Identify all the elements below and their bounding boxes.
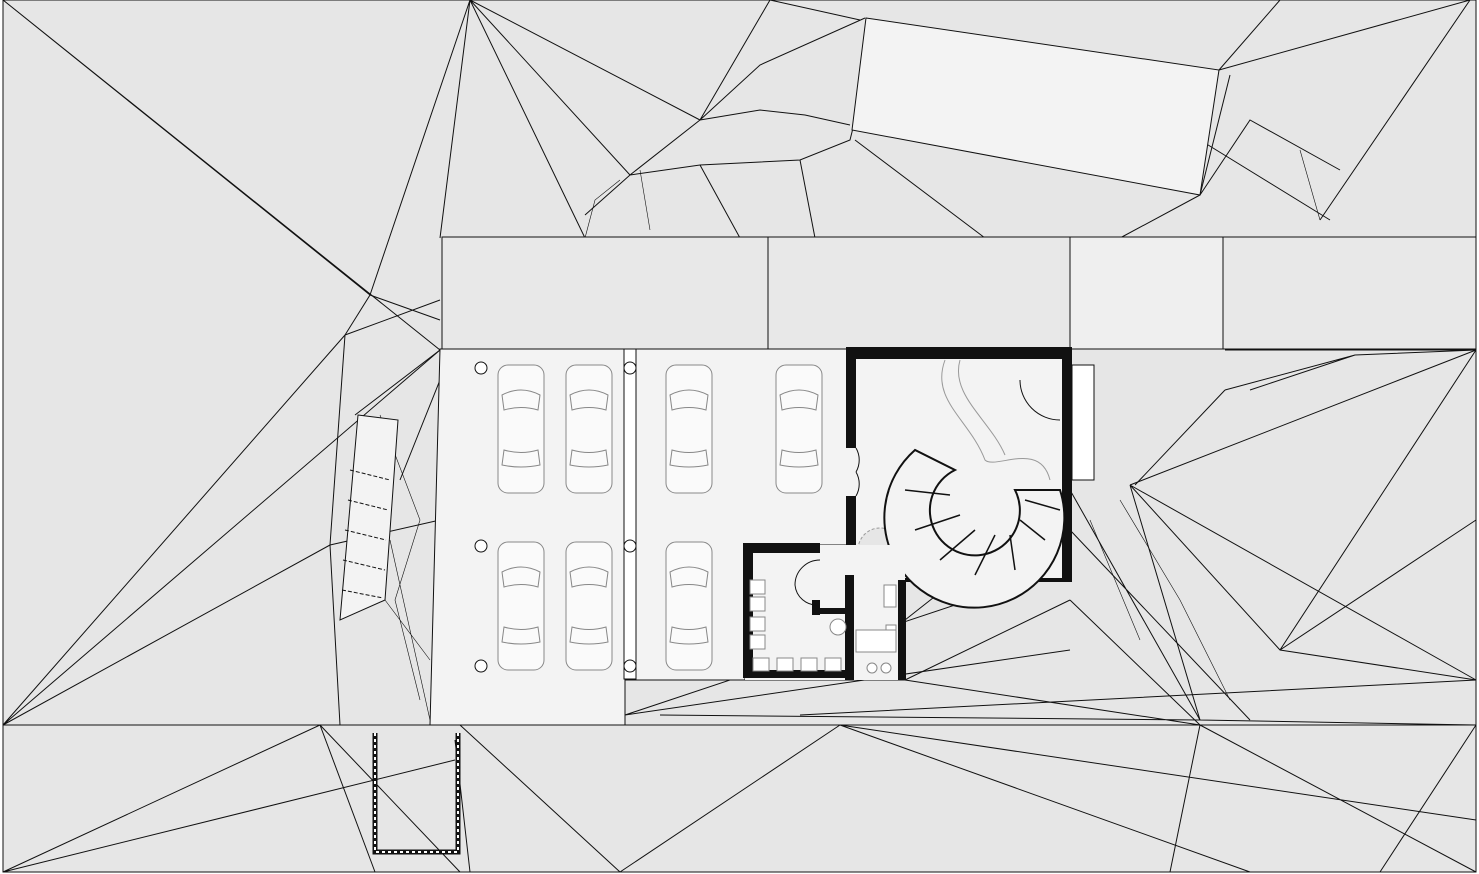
- neighbor-building: [851, 17, 1220, 196]
- stair-hall: [845, 347, 1095, 609]
- car-7: [665, 541, 713, 671]
- columns: [474, 361, 637, 673]
- exterior-stair: [339, 414, 399, 621]
- car-6: [565, 541, 613, 671]
- car-2: [565, 364, 613, 494]
- car-1: [497, 364, 545, 494]
- parking-cars: [497, 364, 823, 671]
- car-3: [665, 364, 713, 494]
- retaining-wall: [372, 733, 461, 855]
- restrooms: [743, 543, 906, 680]
- roof-band: [441, 236, 1477, 350]
- car-5: [497, 541, 545, 671]
- car-4: [775, 364, 823, 494]
